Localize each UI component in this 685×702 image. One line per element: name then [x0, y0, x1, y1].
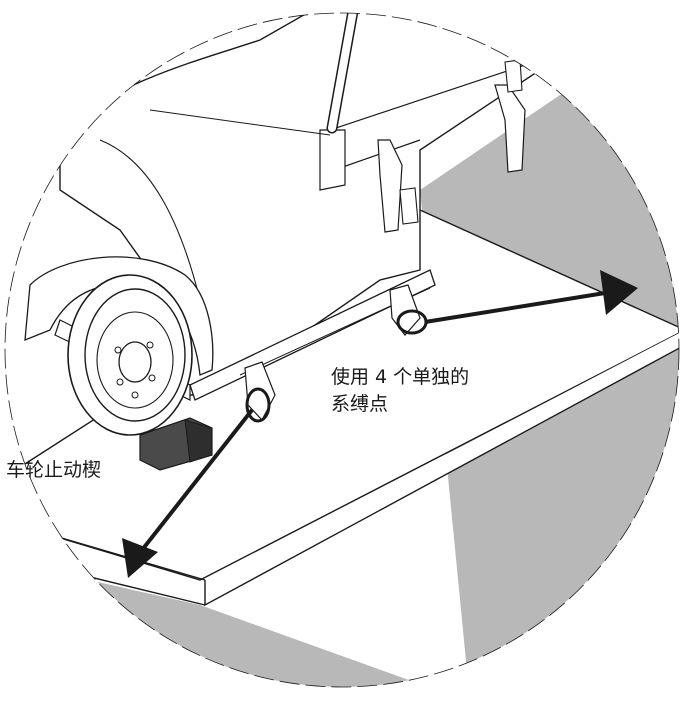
- rear-fender: [24, 256, 214, 376]
- rear-wheel: [67, 274, 193, 436]
- tie-down-points-line2: 系缚点: [331, 393, 389, 415]
- tie-down-points-label: 使用 4 个单独的 系缚点: [331, 364, 469, 418]
- strap-arrow-rear: [424, 270, 638, 324]
- bracket-left: [377, 139, 403, 233]
- detail-circle-outline: [4, 12, 680, 688]
- tie-down-points-line1: 使用 4 个单独的: [331, 366, 470, 388]
- deck-front-edge: [204, 330, 679, 607]
- wheel-chock-label: 车轮止动楔: [6, 459, 102, 481]
- strap-arrow-front: [122, 408, 254, 578]
